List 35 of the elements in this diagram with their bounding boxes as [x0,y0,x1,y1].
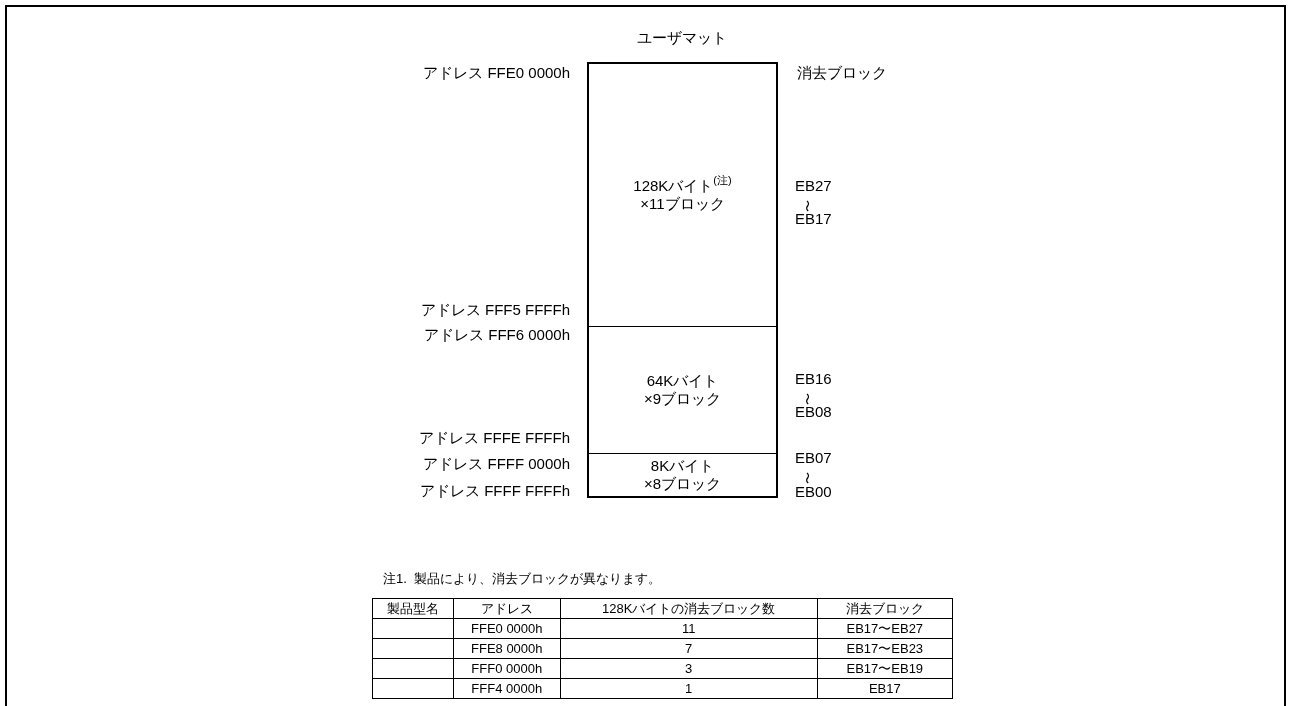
table-cell: FFE0 0000h [453,618,561,639]
block-number: EB27 [795,177,832,195]
table-cell: 消去ブロック [817,598,953,619]
table-cell: アドレス [453,598,561,619]
address-label: アドレス FFFE FFFFh [419,429,570,447]
address-label: アドレス FFF6 0000h [424,326,570,344]
address-label: アドレス FFFF 0000h [423,455,570,473]
table-cell: EB17〜EB19 [817,658,953,679]
table-cell: EB17〜EB27 [817,618,953,639]
table-cell: 11 [560,618,818,639]
address-label: アドレス FFE0 0000h [423,64,570,82]
column-heading: 消去ブロック [797,64,887,82]
memory-block [587,62,778,326]
block-number: EB16 [795,370,832,388]
address-label: アドレス FFF5 FFFFh [420,301,570,319]
table-cell: FFF4 0000h [453,678,561,699]
table-cell: 7 [560,638,818,659]
table-cell: 1 [560,678,818,699]
memory-block [587,453,778,498]
block-size-text: 128Kバイト$^{(注)}$ ×11ブロック [632,177,733,213]
address-label: アドレス FFFF FFFFh [420,482,570,500]
table-cell: EB17 [817,678,953,699]
block-number: EB00 [795,483,832,501]
table-cell: 3 [560,658,818,679]
memory-block [587,326,778,453]
block-number: EB07 [795,449,832,467]
table-cell: FFF0 0000h [453,658,561,679]
table-cell: FFE8 0000h [453,638,561,659]
title-text: ユーザマット [637,29,727,47]
table-cell: 128Kバイトの消去ブロック数 [560,598,818,619]
table-cell: 製品型名 [372,598,454,619]
table-cell: EB17〜EB23 [817,638,953,659]
note-text: 注1. 製品により、消去ブロックが異なります。 [383,570,662,588]
block-size-text: 8Kバイト ×8ブロック [642,457,723,493]
block-size-text: 64Kバイト ×9ブロック [642,372,723,408]
